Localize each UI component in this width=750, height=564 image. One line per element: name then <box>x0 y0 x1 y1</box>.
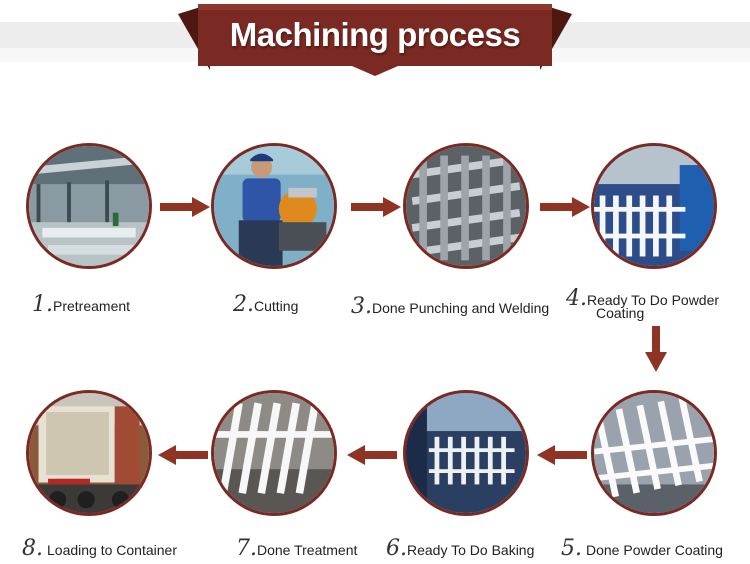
step-text: Done Powder Coating <box>586 542 723 558</box>
page-title: Machining process <box>229 16 521 53</box>
step-label-5: 5.Done Powder Coating <box>561 536 723 561</box>
arrow-left-icon <box>347 445 397 465</box>
step-label-1: 1.Pretreament <box>32 292 130 317</box>
step-text: Done Punching and Welding <box>372 300 550 316</box>
step-number: 2. <box>233 292 254 317</box>
photo-pretreatment <box>26 143 152 269</box>
title-banner <box>0 4 750 76</box>
step-text: Cutting <box>254 298 299 314</box>
step-text: Loading to Container <box>47 542 177 558</box>
step-text: Pretreament <box>53 298 131 314</box>
step-text: Ready To Do Baking <box>407 542 535 558</box>
photo-loading-container <box>26 390 152 516</box>
photo-ready-powder-coating <box>591 143 717 269</box>
step-number: 1. <box>32 292 53 317</box>
arrow-left-icon <box>537 445 587 465</box>
photo-cutting <box>211 143 337 269</box>
arrow-left-icon <box>158 445 208 465</box>
step-label-4-line2: Coating <box>596 305 644 323</box>
step-text: Done Treatment <box>257 542 358 558</box>
step-number: 7. <box>236 536 257 561</box>
arrow-right-icon <box>160 197 210 217</box>
photo-done-powder-coating <box>591 390 717 516</box>
photo-ready-baking <box>403 390 529 516</box>
photo-punching-welding <box>403 143 529 269</box>
step-number: 4. <box>566 286 587 311</box>
step-text: Ready To Do Powder <box>587 292 720 308</box>
step-label-8: 8.Loading to Container <box>22 536 177 561</box>
step-label-4: 4.Ready To Do Powder <box>566 286 719 311</box>
arrow-right-icon <box>351 197 401 217</box>
step-text-line2: Coating <box>596 305 645 321</box>
step-number: 8. <box>22 536 43 561</box>
step-label-6: 6.Ready To Do Baking <box>386 536 534 561</box>
photo-done-treatment <box>211 390 337 516</box>
arrow-right-icon <box>540 197 590 217</box>
step-label-7: 7.Done Treatment <box>236 536 357 561</box>
step-number: 6. <box>386 536 407 561</box>
step-label-3: 3.Done Punching and Welding <box>351 294 549 319</box>
arrow-down-icon <box>645 326 667 372</box>
step-number: 5. <box>561 536 582 561</box>
step-label-2: 2.Cutting <box>233 292 298 317</box>
step-number: 3. <box>351 294 372 319</box>
